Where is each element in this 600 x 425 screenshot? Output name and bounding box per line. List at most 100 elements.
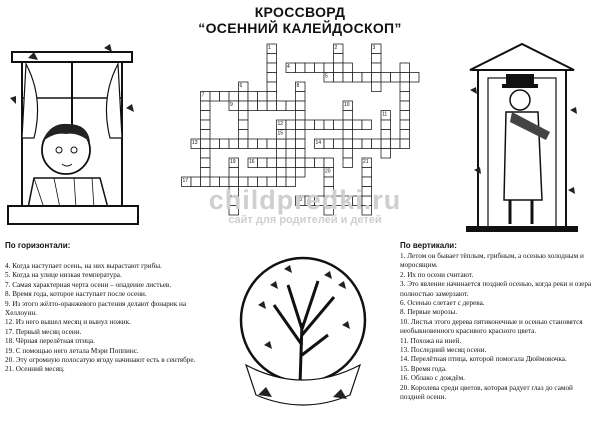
crossword-cell [219, 176, 230, 187]
crossword-cell [266, 91, 277, 102]
crossword-number: 1 [268, 45, 271, 51]
crossword-cell [323, 72, 334, 83]
crossword-cell [295, 167, 306, 178]
crossword-cell [361, 195, 372, 206]
crossword-cell [390, 72, 401, 83]
crossword-cell [228, 176, 239, 187]
crossword-cell [285, 119, 296, 130]
crossword-cell [266, 176, 277, 187]
crossword-cell [304, 119, 315, 130]
crossword-cell [209, 138, 220, 149]
crossword-number: 10 [344, 102, 350, 108]
crossword-cell [276, 138, 287, 149]
crossword-cell [361, 186, 372, 197]
crossword-cell [200, 167, 211, 178]
page-subtitle: “ОСЕННИЙ КАЛЕЙДОСКОП” [198, 20, 402, 36]
crossword-cell [247, 91, 258, 102]
crossword-number: 7 [202, 93, 205, 99]
crossword-cell [266, 72, 277, 83]
clue-item: 17. Первый месяц осени. [5, 327, 82, 336]
crossword-cell [238, 81, 249, 92]
crossword-cell [266, 157, 277, 168]
crossword-cell [238, 100, 249, 111]
clue-item: 15. Время года. [400, 364, 447, 373]
crossword-cell [276, 100, 287, 111]
crossword-cell [333, 119, 344, 130]
page-title: КРОССВОРД [254, 4, 346, 20]
crossword-cell [295, 157, 306, 168]
crossword-cell [295, 91, 306, 102]
crossword-cell [380, 72, 391, 83]
crossword-cell [266, 100, 277, 111]
crossword-number: 9 [230, 102, 233, 108]
crossword-cell [285, 138, 296, 149]
crossword-cell [352, 119, 363, 130]
boy-window-illustration [7, 44, 139, 225]
crossword-cell [342, 195, 353, 206]
crossword-cell [399, 119, 410, 130]
clue-item: 21. Осенний месяц. [5, 365, 65, 374]
across-heading: По горизонтали: [5, 241, 71, 250]
crossword-cell [266, 62, 277, 73]
crossword-cell [361, 72, 372, 83]
down-clue-list: 1. Летом он бывает тёплым, грибным, а ос… [400, 252, 596, 403]
crossword-cell [304, 157, 315, 168]
clue-item: 11. Похожа на иней. [400, 336, 462, 345]
clue-item: 5. Когда на улице низкая температура. [5, 271, 122, 280]
crossword-cell [276, 157, 287, 168]
clue-item: 20. Эту огромную полосатую ягоду начинаю… [5, 356, 196, 365]
crossword-cell [333, 62, 344, 73]
crossword-cell [323, 62, 334, 73]
crossword-number: 5 [325, 74, 328, 80]
crossword-number: 19 [230, 159, 236, 165]
crossword-cell [295, 110, 306, 121]
crossword-number: 11 [382, 112, 387, 118]
crossword-cell [380, 138, 391, 149]
crossword-cell [342, 138, 353, 149]
crossword-cell [228, 91, 239, 102]
crossword-cell [323, 195, 334, 206]
crossword-cell [399, 62, 410, 73]
crossword-cell [200, 138, 211, 149]
crossword-number: 8 [297, 83, 300, 89]
crossword-cell [304, 195, 315, 206]
crossword-cell [200, 157, 211, 168]
crossword-cell [228, 186, 239, 197]
crossword-cell [333, 72, 344, 83]
crossword-cell [399, 129, 410, 140]
crossword-cell [342, 119, 353, 130]
crossword-cell [295, 62, 306, 73]
clue-item: 9. Из этого жёлто-оранжевого растения де… [5, 299, 187, 318]
crossword-cell [285, 176, 296, 187]
crossword-cell [342, 72, 353, 83]
crossword-number: 4 [287, 64, 290, 70]
crossword-cell [361, 119, 372, 130]
clue-item: 4. Когда наступает осень, на них выраста… [5, 262, 162, 270]
crossword-cell [257, 100, 268, 111]
crossword-cell [304, 62, 315, 73]
crossword-number: 6 [240, 83, 243, 89]
crossword-cell [333, 138, 344, 149]
crossword-cell [352, 195, 363, 206]
crossword-cell [323, 138, 334, 149]
crossword-cell [228, 195, 239, 206]
man-doorway-illustration [466, 42, 578, 232]
crossword-cell [266, 53, 277, 64]
crossword-number: 13 [192, 140, 198, 146]
crossword-cell [276, 167, 287, 178]
crossword-cell [314, 157, 325, 168]
clue-item: 12. Из него вышел месяц и вынул ножик. [5, 318, 131, 327]
crossword-cell [399, 110, 410, 121]
crossword-cell [238, 129, 249, 140]
crossword-cell [209, 176, 220, 187]
crossword-cell [257, 138, 268, 149]
clue-item: 2. Их по осени считают. [400, 270, 474, 279]
crossword-cell [228, 100, 239, 111]
crossword-cell [323, 176, 334, 187]
crossword-cell [371, 72, 382, 83]
crossword-number: 14 [316, 140, 322, 146]
clue-item: 19. С помощью него летала Мэри Поппинс. [5, 346, 139, 355]
clue-item: 1. Летом он бывает тёплым, грибным, а ос… [400, 252, 584, 270]
crossword-cell [228, 138, 239, 149]
crossword-cell [342, 62, 353, 73]
